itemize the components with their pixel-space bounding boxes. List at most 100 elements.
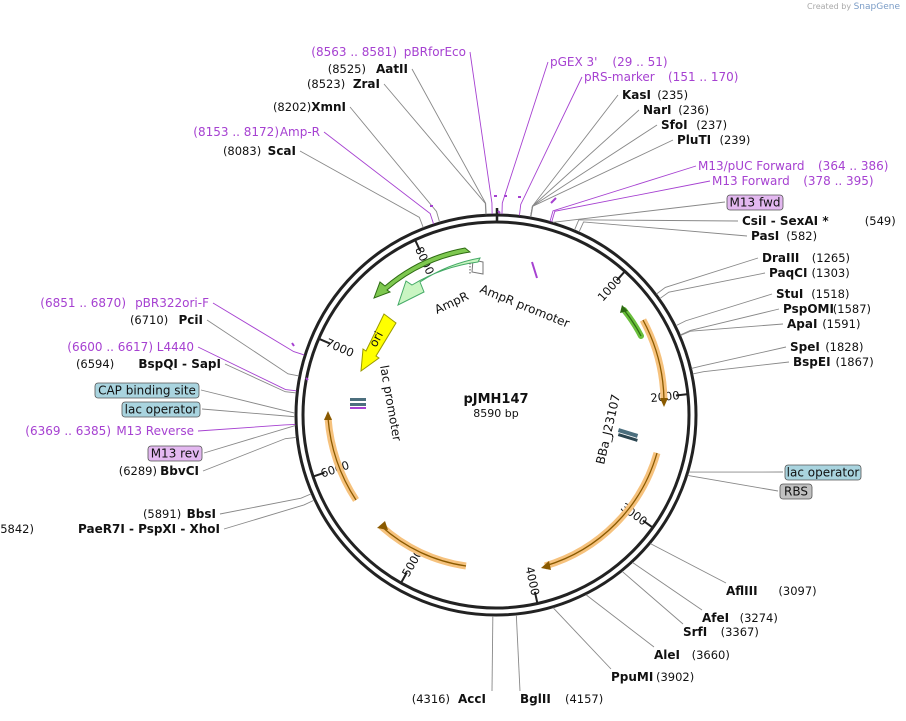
primer-position[interactable]: (6600 .. 6617)	[67, 340, 153, 354]
enzyme-label[interactable]: PaeR7I - PspXI - XhoI	[78, 522, 220, 536]
enzyme-label[interactable]: PciI	[179, 313, 204, 327]
lac-promoter-box[interactable]	[350, 398, 366, 401]
feature-box-lacop-r[interactable]: lac operator	[784, 464, 862, 481]
enzyme-position[interactable]: (1518)	[811, 287, 849, 301]
enzyme-label[interactable]: PpuMI	[611, 670, 653, 684]
leader-line	[299, 150, 424, 228]
primer-position[interactable]: (6369 .. 6385)	[25, 424, 111, 438]
enzyme-label[interactable]: BbsI	[187, 507, 216, 521]
primer-position[interactable]: (378 .. 395)	[803, 174, 873, 188]
enzyme-label[interactable]: StuI	[776, 287, 803, 301]
enzyme-label[interactable]: KasI	[622, 88, 651, 102]
enzyme-label[interactable]: BglII	[520, 692, 551, 706]
ampr-outer-orf-arrow[interactable]	[373, 247, 472, 299]
orf-orange-1[interactable]	[639, 318, 668, 401]
enzyme-position[interactable]: (3367)	[721, 625, 759, 639]
enzyme-label[interactable]: DraIII	[762, 251, 799, 265]
primer-label[interactable]: pRS-marker	[584, 70, 655, 84]
enzyme-position[interactable]: (4157)	[565, 692, 603, 706]
enzyme-position[interactable]: (6289)	[119, 464, 157, 478]
feature-box-rbs[interactable]: RBS	[779, 483, 813, 500]
enzyme-label[interactable]: XmnI	[311, 100, 346, 114]
leader-line	[549, 165, 697, 222]
feature-box-m13rev[interactable]: M13 rev	[147, 445, 203, 462]
enzyme-position[interactable]: (1587)	[833, 302, 871, 316]
rbs-box[interactable]	[617, 433, 638, 442]
feature-box-cap[interactable]: CAP binding site	[94, 382, 200, 399]
primer-position[interactable]: (151 .. 170)	[668, 70, 738, 84]
enzyme-label[interactable]: BbvCI	[160, 464, 199, 478]
m13rev-box[interactable]	[350, 407, 366, 409]
enzyme-label[interactable]: NarI	[643, 103, 672, 117]
enzyme-position[interactable]: (3660)	[692, 648, 730, 662]
enzyme-position[interactable]: (1828)	[825, 340, 863, 354]
primer-label[interactable]: pBR322ori-F	[135, 296, 209, 310]
enzyme-label[interactable]: ZraI	[353, 77, 380, 91]
enzyme-position[interactable]: (582)	[786, 229, 817, 243]
leader-line	[621, 571, 684, 625]
enzyme-label[interactable]: PaqCI	[769, 266, 807, 280]
primer-label[interactable]: Amp-R	[280, 125, 320, 139]
primer-position[interactable]: (6851 .. 6870)	[40, 296, 126, 310]
enzyme-position[interactable]: (1303)	[812, 266, 850, 280]
primer-label[interactable]: M13 Forward	[712, 174, 790, 188]
primer-label[interactable]: pBRforEco	[404, 45, 466, 59]
leader-line	[585, 594, 655, 648]
enzyme-label[interactable]: PspOMI	[783, 302, 834, 316]
enzyme-position[interactable]: (235)	[657, 88, 688, 102]
bba-box[interactable]	[617, 428, 639, 438]
enzyme-label[interactable]: SfoI	[661, 118, 688, 132]
enzyme-position[interactable]: (239)	[720, 133, 751, 147]
primer-label[interactable]: pGEX 3'	[550, 55, 597, 69]
primer-label[interactable]: M13/pUC Forward	[698, 159, 805, 173]
feature-box-lacop-l[interactable]: lac operator	[121, 401, 201, 418]
enzyme-label[interactable]: PluTI	[677, 133, 711, 147]
primer-position[interactable]: (29 .. 51)	[612, 55, 667, 69]
enzyme-label[interactable]: AflIII	[726, 584, 758, 598]
enzyme-label[interactable]: CsiI - SexAI *	[742, 214, 829, 228]
ampr-arrow[interactable]	[397, 257, 481, 306]
enzyme-position[interactable]: (1265)	[812, 251, 850, 265]
feature-box-m13fwd[interactable]: M13 fwd	[726, 194, 784, 211]
primer-label[interactable]: L4440	[157, 340, 194, 354]
enzyme-position[interactable]: (5891)	[143, 507, 181, 521]
primer-label[interactable]: M13 Reverse	[116, 424, 194, 438]
enzyme-position[interactable]: (8525)	[328, 62, 366, 76]
enzyme-position[interactable]: (3274)	[740, 611, 778, 625]
orf-orange-3[interactable]	[378, 523, 467, 570]
enzyme-label[interactable]: PasI	[751, 229, 779, 243]
enzyme-position[interactable]: (237)	[696, 118, 727, 132]
enzyme-label[interactable]: AleI	[654, 648, 680, 662]
enzyme-position[interactable]: (1591)	[822, 317, 860, 331]
ori-arrow[interactable]	[360, 313, 397, 373]
enzyme-label[interactable]: SrfI	[683, 625, 707, 639]
enzyme-label[interactable]: BspQI - SapI	[138, 357, 221, 371]
enzyme-position[interactable]: (6710)	[130, 313, 168, 327]
enzyme-label[interactable]: ScaI	[268, 144, 296, 158]
enzyme-position[interactable]: (3097)	[778, 584, 816, 598]
enzyme-position[interactable]: (6594)	[76, 357, 114, 371]
primer-position[interactable]: (8153 .. 8172)	[193, 125, 279, 139]
primer-position[interactable]: (364 .. 386)	[818, 159, 888, 173]
enzyme-position[interactable]: (8202)	[273, 100, 311, 114]
enzyme-position[interactable]: (3902)	[656, 670, 694, 684]
enzyme-position[interactable]: (236)	[678, 103, 709, 117]
orf-orange-4-head	[324, 411, 332, 420]
enzyme-position[interactable]: (549)	[865, 214, 896, 228]
enzyme-label[interactable]: AfeI	[702, 611, 729, 625]
enzyme-position[interactable]: (1867)	[836, 355, 874, 369]
primer-inner-mark	[497, 210, 501, 214]
enzyme-position[interactable]: (4316)	[412, 692, 450, 706]
enzyme-position[interactable]: (5842)	[0, 522, 34, 536]
enzyme-position[interactable]: (8523)	[307, 77, 345, 91]
enzyme-position[interactable]: (8083)	[223, 144, 261, 158]
cap-box[interactable]	[350, 403, 366, 406]
enzyme-label[interactable]: SpeI	[790, 340, 820, 354]
enzyme-label[interactable]: AccI	[458, 692, 486, 706]
primer-position[interactable]: (8563 .. 8581)	[311, 45, 397, 59]
enzyme-label[interactable]: AatII	[376, 62, 408, 76]
leader-lines	[197, 51, 790, 692]
enzyme-label[interactable]: ApaI	[787, 317, 817, 331]
enzyme-label[interactable]: BspEI	[793, 355, 831, 369]
